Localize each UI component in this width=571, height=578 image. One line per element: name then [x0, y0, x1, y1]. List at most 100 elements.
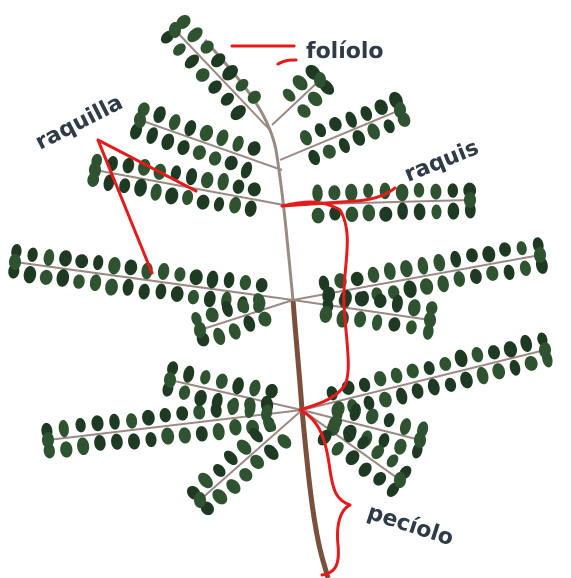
leaflet — [350, 271, 365, 287]
leaflet — [213, 196, 225, 212]
terminal-leaflet — [534, 247, 546, 263]
terminal-leaflet — [169, 22, 181, 38]
terminal-leaflet — [394, 472, 406, 488]
leaflet — [125, 413, 138, 430]
leaflet — [523, 355, 539, 373]
leaflet — [379, 207, 392, 222]
leaflet — [502, 340, 519, 359]
leaflet — [431, 204, 441, 219]
leaflet — [159, 407, 172, 423]
leaflet — [151, 105, 168, 125]
leaflet — [436, 274, 450, 293]
leaflet — [343, 110, 359, 130]
leaflet — [371, 314, 383, 332]
leaflet — [519, 260, 532, 277]
leaflet — [402, 279, 418, 299]
leaflet — [306, 148, 322, 167]
leaflet — [382, 412, 396, 429]
leaflet — [432, 253, 446, 272]
leaflet — [221, 448, 240, 468]
leaf — [7, 12, 554, 578]
leaflet — [350, 128, 367, 147]
leaflet — [447, 183, 458, 198]
leaflet — [91, 415, 105, 432]
leaflet — [58, 249, 73, 267]
foliolo-pointer-lower — [278, 60, 296, 64]
leaflet — [230, 134, 245, 153]
leaflet — [204, 306, 221, 324]
leaflet — [193, 389, 209, 408]
leaflet — [358, 104, 374, 122]
leaflet — [430, 184, 441, 200]
leaflet — [503, 264, 516, 281]
leaflet — [396, 184, 409, 202]
leaflet — [416, 256, 429, 275]
leaflet — [232, 179, 246, 195]
leaflet — [75, 417, 87, 432]
leaflet — [485, 265, 499, 282]
leaflet — [187, 289, 200, 305]
leaflet — [76, 437, 90, 456]
leaflet — [516, 240, 528, 256]
leaflet — [228, 418, 242, 436]
leaflet — [164, 186, 180, 205]
leaflet — [74, 253, 89, 269]
leaflet — [298, 128, 314, 147]
leaflet — [144, 126, 160, 146]
leaflet — [388, 316, 402, 332]
leaflet — [328, 185, 340, 200]
leaflet — [27, 247, 39, 263]
leaflet — [175, 138, 191, 156]
leaflet — [92, 254, 104, 270]
terminal-leaflet — [194, 492, 206, 508]
terminal-leaflet — [164, 372, 176, 388]
leaflet — [487, 344, 502, 361]
leaflet — [108, 413, 120, 430]
terminal-leaflet — [9, 254, 21, 270]
leaflet — [59, 441, 73, 459]
leaflet — [192, 404, 205, 420]
leaflet — [228, 196, 242, 215]
rachilla-stem — [302, 350, 545, 410]
leaflet — [353, 310, 367, 328]
leaflet — [23, 265, 38, 284]
terminal-leaflet — [414, 432, 426, 448]
leaflet — [397, 202, 408, 219]
leaflet — [211, 326, 227, 346]
leaflet — [367, 266, 381, 284]
leaflet — [239, 274, 252, 291]
leaflet — [173, 267, 186, 283]
leaflet — [195, 425, 209, 442]
leaflet — [255, 277, 268, 293]
leaflet — [465, 247, 479, 263]
leaflet — [426, 377, 441, 396]
leaflet — [216, 172, 230, 191]
leaflet — [72, 274, 85, 290]
leaflet — [364, 407, 380, 425]
leaflet — [295, 102, 314, 121]
leaflet — [384, 452, 401, 469]
leaflet — [327, 115, 344, 133]
leaflet — [167, 113, 183, 132]
leaflet — [377, 390, 393, 408]
leaflet — [244, 200, 258, 218]
leaflet — [159, 132, 176, 152]
leaflet — [133, 178, 148, 198]
terminal-leaflet — [424, 312, 436, 328]
leaflet — [223, 154, 240, 172]
leaflet — [470, 346, 485, 364]
leaflet — [389, 366, 404, 384]
leaflet — [498, 241, 512, 257]
leaflet — [214, 128, 230, 148]
leaflet — [104, 278, 119, 297]
leaflet — [345, 206, 358, 222]
leaflet — [181, 189, 194, 206]
terminal-leaflet — [134, 112, 146, 128]
leaflet — [122, 278, 135, 296]
leaflet — [231, 376, 246, 395]
leaflet — [189, 268, 204, 285]
leaflet — [223, 271, 236, 288]
leaflet — [508, 359, 522, 377]
leaflet — [405, 320, 418, 335]
leaflet — [382, 118, 397, 135]
